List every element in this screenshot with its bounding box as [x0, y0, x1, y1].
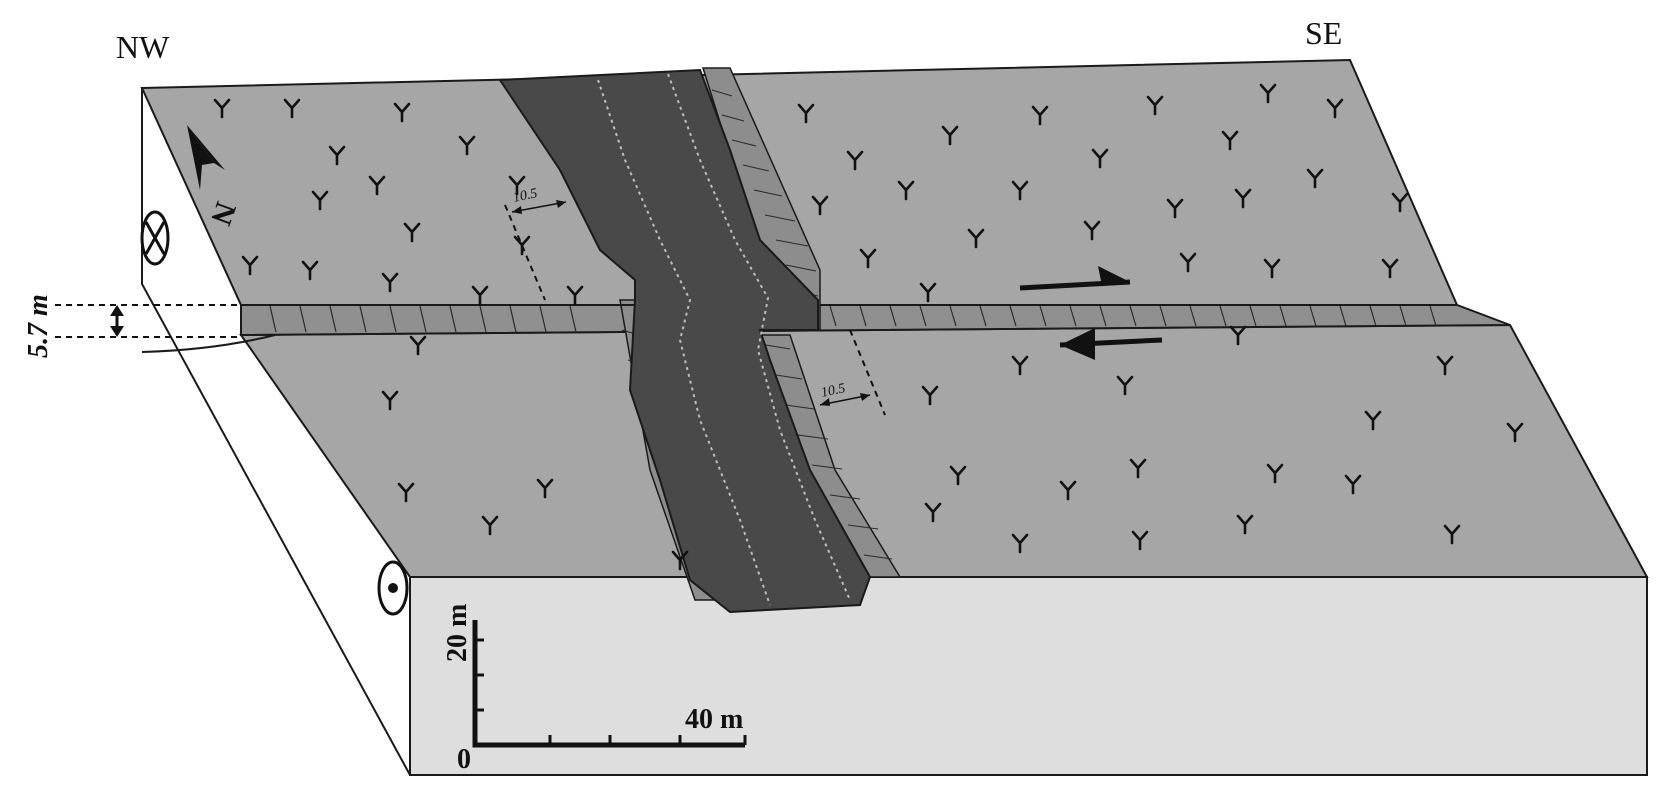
orientation-nw-label: NW — [116, 29, 170, 65]
dike-internal-line-2 — [667, 73, 851, 601]
offset-measure-upper: 10.5 — [504, 186, 567, 301]
offset-label-lower: 10.5 — [820, 381, 847, 401]
throw-label: 5.7 m — [23, 294, 54, 358]
fault-trace-left-face — [141, 334, 276, 353]
fault-scarp — [240, 304, 1511, 337]
scale-bar: 20 m 40 m 0 — [442, 604, 747, 775]
into-page-cross-icon — [140, 210, 170, 266]
scale-horizontal-label: 40 m — [685, 704, 743, 735]
surface-lower — [239, 323, 1649, 578]
north-arrow-icon: N — [187, 125, 242, 230]
scale-vertical-label: 20 m — [442, 604, 473, 662]
fault-scarp-hatching — [269, 305, 1437, 333]
sinistral-shear-arrows-icon — [1019, 266, 1163, 360]
dike-internal-line-1 — [597, 79, 771, 606]
out-of-page-dot-icon — [377, 560, 409, 616]
dike-fault-step — [600, 304, 818, 331]
throw-measure: 5.7 m — [23, 294, 241, 358]
offset-label-upper: 10.5 — [512, 186, 539, 206]
dike-body — [498, 68, 872, 614]
scale-origin-label: 0 — [457, 744, 471, 775]
orientation-se-label: SE — [1305, 15, 1342, 51]
dike-margin-lower-right-hatch — [765, 344, 893, 560]
offset-measure-lower: 10.5 — [820, 329, 886, 416]
